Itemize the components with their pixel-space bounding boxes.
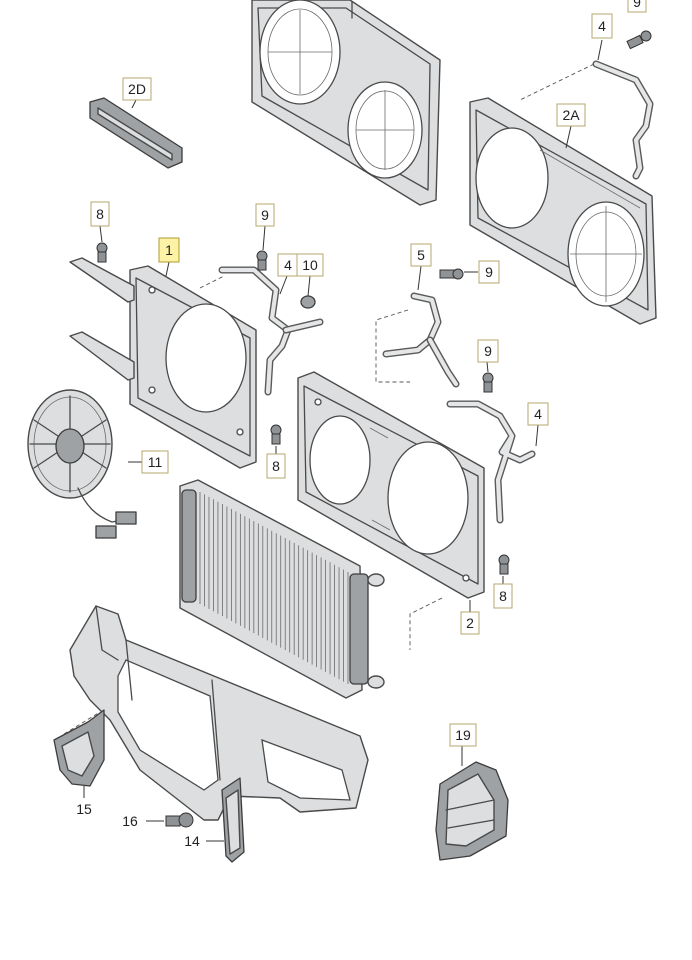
callout-8-center: 8 (266, 453, 286, 479)
part-4-right-bracket (446, 400, 536, 524)
callout-2-label: 2 (466, 615, 474, 631)
part-11-fan-with-motor (27, 389, 137, 539)
callout-19-label: 19 (455, 727, 471, 743)
callout-5-label: 5 (417, 247, 425, 263)
callout-9-mid-label: 9 (261, 207, 269, 223)
callout-2d-label: 2D (128, 81, 146, 97)
callout-8-right-label: 8 (499, 588, 507, 604)
callout-9-top-label: 9 (633, 0, 641, 10)
part-8-center-bolt (270, 424, 282, 445)
callout-9-right: 9 (478, 260, 500, 284)
part-4-mid-bracket (218, 266, 324, 396)
callout-9-mid: 9 (255, 203, 275, 227)
part-9-lower-bolt (482, 372, 494, 393)
part-9-right-bolt (439, 268, 464, 280)
callout-10: 10 (296, 253, 324, 277)
part-16-screw (165, 812, 194, 828)
callout-8-left-label: 8 (96, 206, 104, 222)
callout-4-top: 4 (591, 13, 613, 39)
part-10-clip (300, 295, 316, 309)
callout-15: 15 (76, 801, 92, 817)
callout-5: 5 (410, 243, 432, 267)
part-5-bracket (382, 292, 460, 388)
callout-4-mid: 4 (277, 253, 299, 277)
callout-14: 14 (184, 833, 200, 849)
callout-8-right: 8 (493, 583, 513, 609)
callout-8-left: 8 (90, 201, 110, 227)
part-1-fan-shroud (69, 257, 257, 469)
callout-4-right-label: 4 (534, 406, 542, 422)
callout-16: 16 (122, 813, 138, 829)
callout-19: 19 (449, 723, 477, 747)
part-2d-seal-strip (89, 97, 183, 169)
leader-lines (83, 39, 603, 842)
callout-4-top-label: 4 (598, 18, 606, 34)
callout-2a-label: 2A (562, 107, 580, 123)
callout-15-label: 15 (76, 801, 92, 817)
callout-2: 2 (460, 611, 480, 635)
callout-8-center-label: 8 (272, 458, 280, 474)
callout-2a: 2A (556, 103, 586, 127)
callout-14-label: 14 (184, 833, 200, 849)
part-15-air-guide (53, 709, 105, 787)
callout-9-top: 9 (627, 0, 647, 13)
part-14-air-guide (221, 777, 245, 863)
callout-11: 11 (141, 450, 169, 474)
callout-11-label: 11 (148, 454, 163, 470)
callout-9-lower: 9 (477, 339, 499, 363)
part-19-air-duct (435, 761, 509, 861)
callout-9-lower-label: 9 (484, 343, 492, 359)
callout-10-label: 10 (302, 257, 318, 273)
part-8-right-bolt (498, 554, 510, 575)
part-2-dual-fan-shroud (297, 371, 485, 599)
part-2a-dual-fan-shroud (469, 97, 657, 325)
callout-1: 1 (158, 237, 180, 263)
radiator (179, 479, 385, 699)
part-9-top-bolt (626, 30, 652, 50)
callout-1-label: 1 (165, 242, 173, 258)
part-8-left-bolt (96, 242, 108, 263)
callout-4-right: 4 (527, 402, 549, 426)
part-4-top-bracket (592, 60, 654, 180)
part-9-mid-bolt (256, 250, 268, 271)
callout-9-right-label: 9 (485, 264, 493, 280)
callout-2d: 2D (122, 77, 152, 101)
dual-fan-shroud-top (251, 0, 441, 206)
callout-16-label: 16 (122, 813, 138, 829)
callout-4-mid-label: 4 (284, 257, 292, 273)
